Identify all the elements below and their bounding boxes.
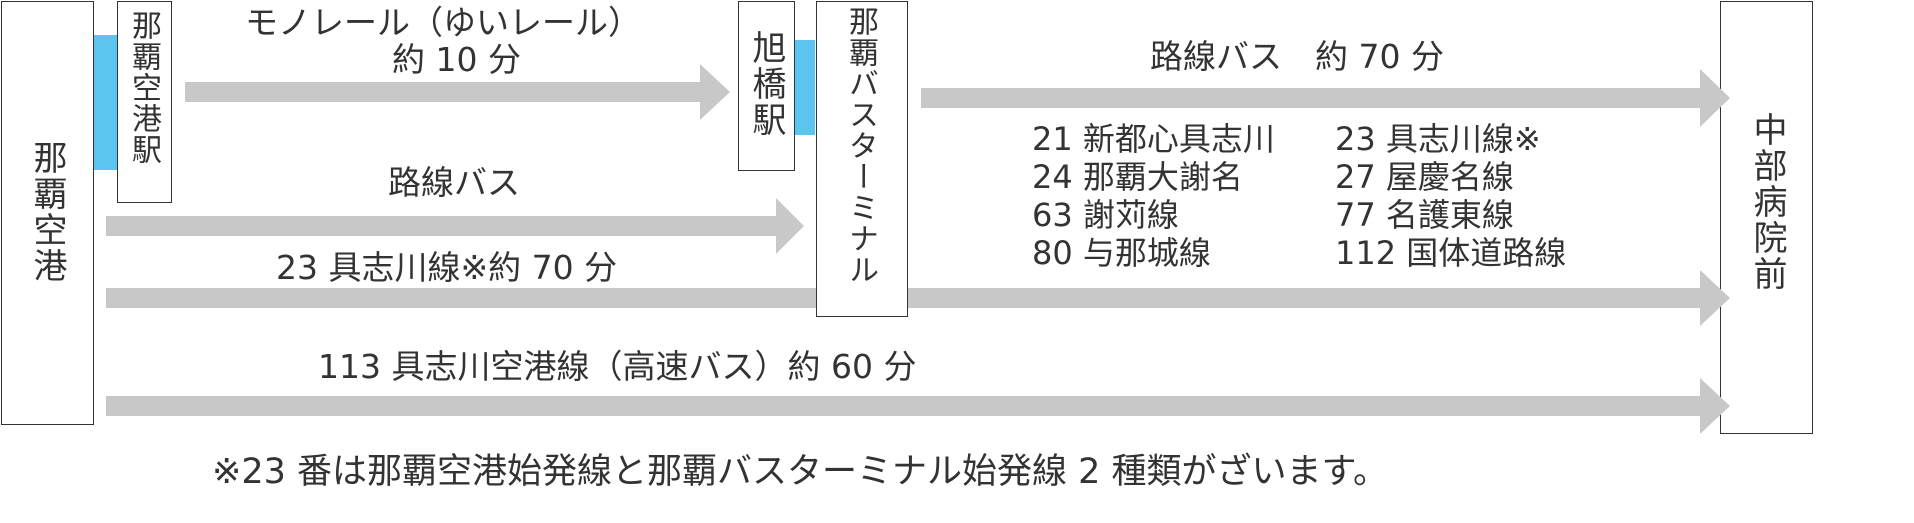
- monorail-arrow-head: [700, 64, 730, 120]
- airport-station-platform: [94, 35, 117, 170]
- naha-airport-station-box: [117, 1, 172, 203]
- route-23-arrow-shaft-left: [106, 288, 816, 308]
- footnote: ※23 番は那覇空港始発線と那覇バスターミナル始発線 2 種類がざいます。: [212, 452, 1389, 492]
- route-113-arrow-shaft: [106, 396, 1700, 416]
- route-list-item: 63 謝苅線: [1032, 196, 1179, 234]
- chubu-hospital-box: [1720, 1, 1813, 434]
- naha-airport-label: 那覇空港: [27, 140, 67, 284]
- route-bus-label: 路線バス: [388, 163, 520, 202]
- route-list-right: 23 具志川線※ 27 屋慶名線 77 名護東線 112 国体道路線: [1335, 120, 1566, 272]
- route-list-item: 77 名護東線: [1335, 196, 1514, 234]
- monorail-name-label: モノレール（ゆいレール）: [245, 3, 641, 42]
- asahibashi-station-label: 旭橋駅: [746, 30, 786, 138]
- route-23-label: 23 具志川線※約 70 分: [276, 248, 618, 287]
- route-list-item: 23 具志川線※: [1335, 120, 1541, 158]
- route-list-item: 27 屋慶名線: [1335, 158, 1514, 196]
- naha-bus-terminal-box: [816, 1, 908, 317]
- monorail-arrow-shaft: [185, 82, 700, 102]
- route-bus-arrow-shaft: [106, 216, 776, 236]
- asahibashi-platform: [795, 40, 815, 135]
- naha-bus-terminal-label: 那覇バスターミナル: [843, 6, 878, 285]
- chubu-hospital-label: 中部病院前: [1747, 112, 1787, 292]
- terminal-bus-arrow-head: [1700, 69, 1730, 127]
- route-list-item: 80 与那城線: [1032, 234, 1211, 272]
- route-23-arrow-shaft-right: [908, 288, 1700, 308]
- naha-airport-station-label: 那覇空港駅: [126, 10, 161, 165]
- route-list-item: 21 新都心具志川: [1032, 120, 1275, 158]
- asahibashi-station-box: [738, 1, 795, 171]
- terminal-bus-label: 路線バス 約 70 分: [1150, 37, 1444, 76]
- route-113-label: 113 具志川空港線（高速バス）約 60 分: [318, 347, 917, 386]
- monorail-time-label: 約 10 分: [392, 40, 521, 79]
- route-23-arrow-head: [1700, 270, 1730, 326]
- route-list-item: 24 那覇大謝名: [1032, 158, 1243, 196]
- route-113-arrow-head: [1700, 378, 1730, 434]
- route-list-left: 21 新都心具志川 24 那覇大謝名 63 謝苅線 80 与那城線: [1032, 120, 1275, 272]
- route-list-item: 112 国体道路線: [1335, 234, 1567, 272]
- terminal-bus-arrow-shaft: [921, 88, 1700, 108]
- route-bus-arrow-head: [776, 198, 804, 254]
- naha-airport-box: [1, 1, 94, 425]
